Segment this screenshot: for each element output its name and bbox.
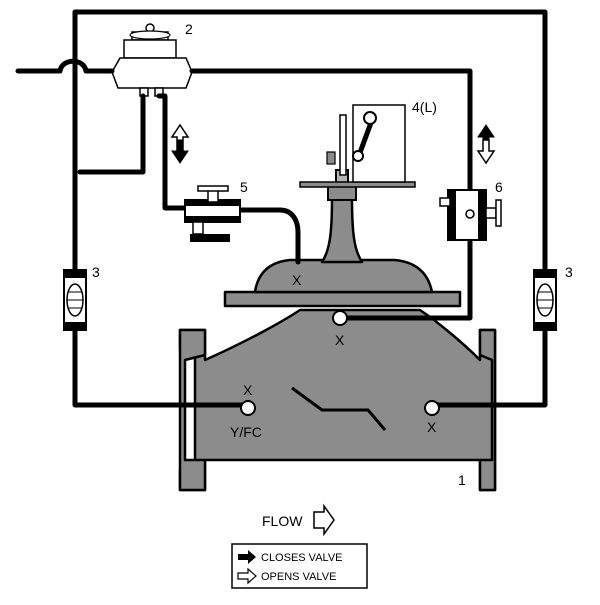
legend-closes: CLOSES VALVE xyxy=(261,552,343,564)
inlet-port xyxy=(240,400,256,416)
double-arrow-right xyxy=(476,124,496,165)
inlet-port-sublabel: Y/FC xyxy=(230,424,262,440)
needle-valve-label: 5 xyxy=(240,179,248,195)
legend-opens: OPENS VALVE xyxy=(261,571,336,583)
bonnet-port-label: X xyxy=(335,332,345,348)
ports xyxy=(240,310,440,416)
pilot-valve xyxy=(111,23,193,97)
needle-valve xyxy=(184,185,241,242)
strainer-right-label: 3 xyxy=(565,264,573,280)
main-valve-body xyxy=(178,308,497,492)
cover-port-label: X xyxy=(292,272,302,288)
flow-control-label: 6 xyxy=(495,179,503,195)
valve-bonnet xyxy=(223,169,462,308)
outlet-port-label: X xyxy=(427,419,437,435)
pilot-piping xyxy=(15,9,548,408)
strainer-left xyxy=(63,269,87,331)
pilot-label: 2 xyxy=(185,21,193,37)
limit-switch xyxy=(299,104,416,188)
outlet-port xyxy=(424,400,440,416)
opens-arrow-icon xyxy=(237,567,257,585)
strainer-right xyxy=(533,269,557,331)
flow-label: FLOW xyxy=(262,513,303,529)
flow-arrow-icon xyxy=(313,503,335,537)
inlet-port-label: X xyxy=(243,382,253,398)
strainer-left-label: 3 xyxy=(92,264,100,280)
bonnet-port xyxy=(332,310,348,326)
limit-switch-label: 4(L) xyxy=(412,99,437,115)
main-valve-label: 1 xyxy=(458,472,466,488)
double-arrow-left xyxy=(170,123,190,164)
flow-control-valve xyxy=(439,189,502,241)
legend: CLOSES VALVE OPENS VALVE xyxy=(231,543,368,589)
closes-arrow-icon xyxy=(238,550,256,564)
